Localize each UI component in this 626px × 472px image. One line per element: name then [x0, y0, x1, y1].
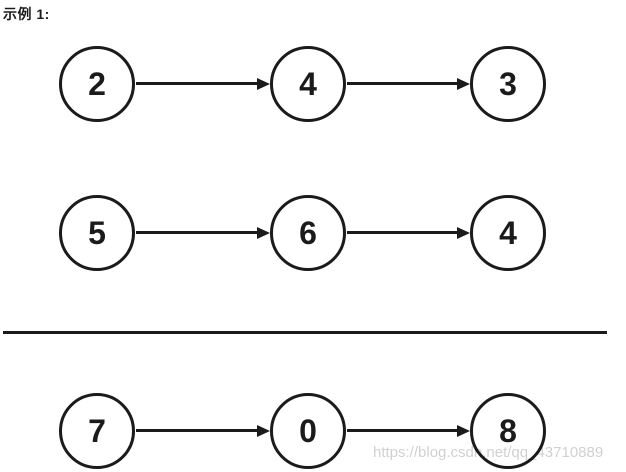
list2-node-1: 5	[59, 195, 135, 271]
arrow-right-icon	[136, 429, 257, 432]
list1-node-2-value: 4	[299, 66, 317, 102]
result-node-3-value: 8	[499, 413, 517, 449]
result-node-1: 7	[59, 393, 135, 469]
list2-node-2: 6	[270, 195, 346, 271]
list1-node-3: 3	[470, 46, 546, 122]
example-label: 示例 1:	[3, 6, 50, 22]
result-node-3: 8	[470, 393, 546, 469]
arrow-right-icon	[136, 231, 257, 234]
list2-node-3: 4	[470, 195, 546, 271]
result-node-2-value: 0	[299, 413, 317, 449]
list1-node-1: 2	[59, 46, 135, 122]
arrow-right-icon	[347, 231, 457, 234]
list2-node-3-value: 4	[499, 215, 517, 251]
result-node-2: 0	[270, 393, 346, 469]
list2-node-2-value: 6	[299, 215, 317, 251]
arrow-right-icon	[347, 82, 457, 85]
list1-node-3-value: 3	[499, 66, 517, 102]
divider-line	[3, 331, 607, 334]
arrow-right-icon	[136, 82, 257, 85]
watermark-text: https://blog.csdn.net/qq_43710889	[373, 444, 604, 461]
list2-node-1-value: 5	[88, 215, 106, 251]
list1-node-2: 4	[270, 46, 346, 122]
list1-node-1-value: 2	[88, 66, 106, 102]
result-node-1-value: 7	[88, 413, 106, 449]
arrow-right-icon	[347, 429, 457, 432]
